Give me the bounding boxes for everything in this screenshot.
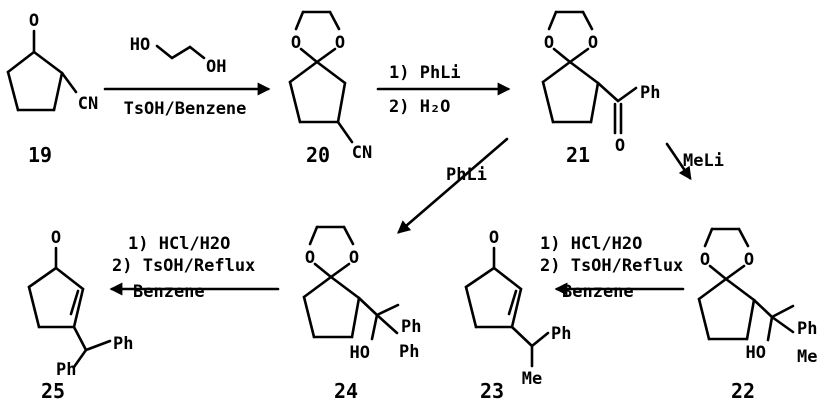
atom-label: CN bbox=[352, 143, 372, 163]
compound-number: 21 bbox=[566, 143, 590, 167]
atom-label: O bbox=[700, 250, 710, 270]
atom-label: O bbox=[588, 33, 598, 53]
atom-label: OH bbox=[206, 57, 226, 77]
reagent-label: 2) TsOH/Reflux bbox=[112, 256, 255, 276]
atom-label: Ph bbox=[399, 342, 419, 362]
atom-label: Me bbox=[797, 347, 817, 367]
compound-25: O Ph Ph bbox=[27, 228, 133, 380]
atom-label: HO bbox=[130, 35, 150, 55]
reagent-label: Benzene bbox=[562, 282, 634, 302]
compound-number: 25 bbox=[41, 379, 65, 403]
atom-label: O bbox=[291, 33, 301, 53]
atom-label: O bbox=[51, 228, 61, 248]
atom-label: Ph bbox=[113, 334, 133, 354]
atom-label: Ph bbox=[401, 317, 421, 337]
reagent-label: 1) HCl/H2O bbox=[128, 234, 230, 254]
atom-label: O bbox=[305, 248, 315, 268]
atom-label: HO bbox=[350, 343, 370, 363]
compound-19: O CN bbox=[6, 11, 98, 114]
compound-23: O Ph Me bbox=[464, 228, 571, 389]
atom-label: O bbox=[544, 33, 554, 53]
atom-label: Me bbox=[522, 369, 542, 389]
reagent-label: Benzene bbox=[133, 282, 205, 302]
reaction-arrow bbox=[665, 142, 692, 181]
atom-label: Ph bbox=[797, 319, 817, 339]
atom-label: Ph bbox=[640, 83, 660, 103]
atom-label: CN bbox=[78, 94, 98, 114]
reaction-arrow bbox=[397, 137, 509, 234]
compound-number: 19 bbox=[28, 143, 52, 167]
reagent-label: 1) PhLi bbox=[389, 63, 461, 83]
ethylene-glycol-structure: HO OH bbox=[130, 35, 227, 77]
compound-number: 20 bbox=[306, 143, 330, 167]
atom-label: Ph bbox=[551, 324, 571, 344]
atom-label: O bbox=[744, 250, 754, 270]
compound-number: 22 bbox=[731, 379, 755, 403]
atom-label: O bbox=[29, 11, 39, 31]
compound-number: 23 bbox=[480, 379, 504, 403]
atom-label: O bbox=[349, 248, 359, 268]
reagent-label: PhLi bbox=[446, 165, 487, 185]
reagent-label: TsOH/Benzene bbox=[124, 99, 247, 119]
atom-label: O bbox=[615, 136, 625, 156]
atom-label: O bbox=[335, 33, 345, 53]
atom-label: Ph bbox=[56, 360, 76, 380]
compound-number: 24 bbox=[334, 379, 358, 403]
reagent-label: 2) H₂O bbox=[389, 97, 450, 117]
compound-24: O O Ph Ph HO bbox=[302, 225, 421, 363]
reagent-label: 2) TsOH/Reflux bbox=[540, 256, 683, 276]
atom-label: HO bbox=[746, 343, 766, 363]
atom-label: O bbox=[489, 228, 499, 248]
compound-21: O O Ph O bbox=[541, 10, 660, 156]
compound-20: O O CN bbox=[288, 10, 372, 163]
reagent-label: 1) HCl/H2O bbox=[540, 234, 642, 254]
compound-22: O O Ph Me HO bbox=[697, 227, 817, 367]
reagent-label: MeLi bbox=[683, 151, 724, 171]
